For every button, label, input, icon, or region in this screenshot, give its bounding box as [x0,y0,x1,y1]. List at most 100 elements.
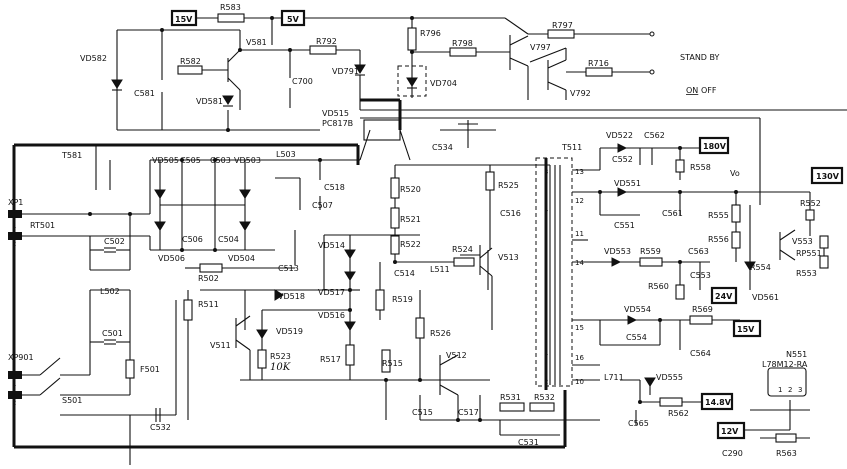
svg-text:C552: C552 [612,155,633,164]
tag-15v-out: 15V [732,319,762,338]
svg-text:R582: R582 [180,57,201,66]
svg-text:R798: R798 [452,39,473,48]
xp901-label: XP901 [8,353,34,362]
svg-text:R524: R524 [452,245,473,254]
svg-text:R511: R511 [198,300,219,309]
svg-text:R520: R520 [400,185,421,194]
svg-text:R558: R558 [690,163,711,172]
svg-text:R502: R502 [198,274,219,283]
component-labels: R583 R582 R792 R796 R798 R797 R716 V581 … [30,3,822,458]
svg-text:R797: R797 [552,21,573,30]
svg-text:R515: R515 [382,359,403,368]
svg-text:L78M12-RA: L78M12-RA [762,360,808,369]
svg-text:15V: 15V [175,15,193,24]
svg-text:R554: R554 [750,263,771,272]
junction-dots [88,16,738,422]
svg-text:VD554: VD554 [624,305,651,314]
svg-text:L503: L503 [276,150,296,159]
svg-text:3: 3 [544,168,548,176]
svg-text:C700: C700 [292,77,313,86]
svg-text:C564: C564 [690,349,711,358]
svg-text:VD704: VD704 [430,79,457,88]
svg-text:VD514: VD514 [318,241,345,250]
svg-text:16: 16 [575,354,584,362]
secondary-section [572,147,825,439]
svg-text:VD517: VD517 [318,288,345,297]
svg-text:2: 2 [788,386,792,394]
svg-text:R522: R522 [400,240,421,249]
svg-text:R531: R531 [500,393,521,402]
tag-130v: 130V [810,166,844,185]
svg-text:1: 1 [544,349,548,357]
svg-text:VD791: VD791 [332,67,359,76]
heavy-lines [12,98,567,449]
svg-text:C563: C563 [688,247,709,256]
svg-text:VD555: VD555 [656,373,683,382]
svg-text:C517: C517 [458,408,479,417]
svg-text:R559: R559 [640,247,661,256]
svg-text:R521: R521 [400,215,421,224]
svg-text:R560: R560 [648,282,669,291]
svg-text:10: 10 [575,378,584,386]
svg-text:10K: 10K [270,362,291,373]
tag-180v: 180V [698,136,730,155]
svg-text:VD505: VD505 [152,156,179,165]
svg-text:C518: C518 [324,183,345,192]
svg-text:15: 15 [575,324,584,332]
mains-section [14,145,177,465]
transformer-pins: 3 13 12 7 11 14 15 16 10 1 2 [544,168,584,386]
svg-text:C534: C534 [432,143,453,152]
svg-text:L511: L511 [430,265,450,274]
svg-text:VD582: VD582 [80,54,107,63]
svg-text:1: 1 [12,380,16,388]
svg-text:V792: V792 [570,89,591,98]
svg-text:C502: C502 [104,237,125,246]
regulator-n551: 1 2 3 [767,367,807,397]
svg-text:C516: C516 [500,209,521,218]
svg-text:Vo: Vo [730,169,740,178]
svg-text:1: 1 [778,386,782,394]
svg-text:R562: R562 [668,409,689,418]
svg-text:V511: V511 [210,341,231,350]
svg-text:7: 7 [544,209,548,217]
tag-14-8v: 14.8V [700,392,734,411]
svg-text:12: 12 [575,197,584,205]
tag-24v: 24V [710,286,738,305]
svg-text:R519: R519 [392,295,413,304]
tag-12v: 12V [716,421,746,440]
svg-text:1: 1 [12,222,16,230]
svg-text:VD516: VD516 [318,311,345,320]
svg-text:STAND BY: STAND BY [680,53,720,62]
svg-text:V581: V581 [246,38,267,47]
svg-text:VD518: VD518 [278,292,305,301]
svg-text:VD515: VD515 [322,109,349,118]
svg-text:V512: V512 [446,351,467,360]
transformer-t511 [535,157,573,387]
svg-text:V553: V553 [792,237,813,246]
svg-text:VD581: VD581 [196,97,223,106]
svg-text:5V: 5V [287,15,300,24]
svg-text:C513: C513 [278,264,299,273]
svg-text:V513: V513 [498,253,519,262]
svg-text:2: 2 [12,240,16,248]
svg-text:ON: ON [686,86,698,95]
svg-text:R796: R796 [420,29,441,38]
svg-text:R526: R526 [430,329,451,338]
svg-text:130V: 130V [816,172,840,181]
svg-text:RT501: RT501 [30,221,55,230]
svg-text:OFF: OFF [701,86,717,95]
svg-text:C515: C515 [412,408,433,417]
svg-text:VD506: VD506 [158,254,185,263]
svg-text:C501: C501 [102,329,123,338]
svg-text:VD504: VD504 [228,254,255,263]
resistors [125,13,829,443]
svg-text:C561: C561 [662,209,683,218]
svg-text:R563: R563 [776,449,797,458]
connector-terminals [8,210,22,399]
svg-text:L711: L711 [604,373,624,382]
svg-text:13: 13 [575,168,584,176]
svg-text:C507: C507 [312,201,333,210]
svg-text:RP551: RP551 [796,249,822,258]
svg-text:R523: R523 [270,352,291,361]
